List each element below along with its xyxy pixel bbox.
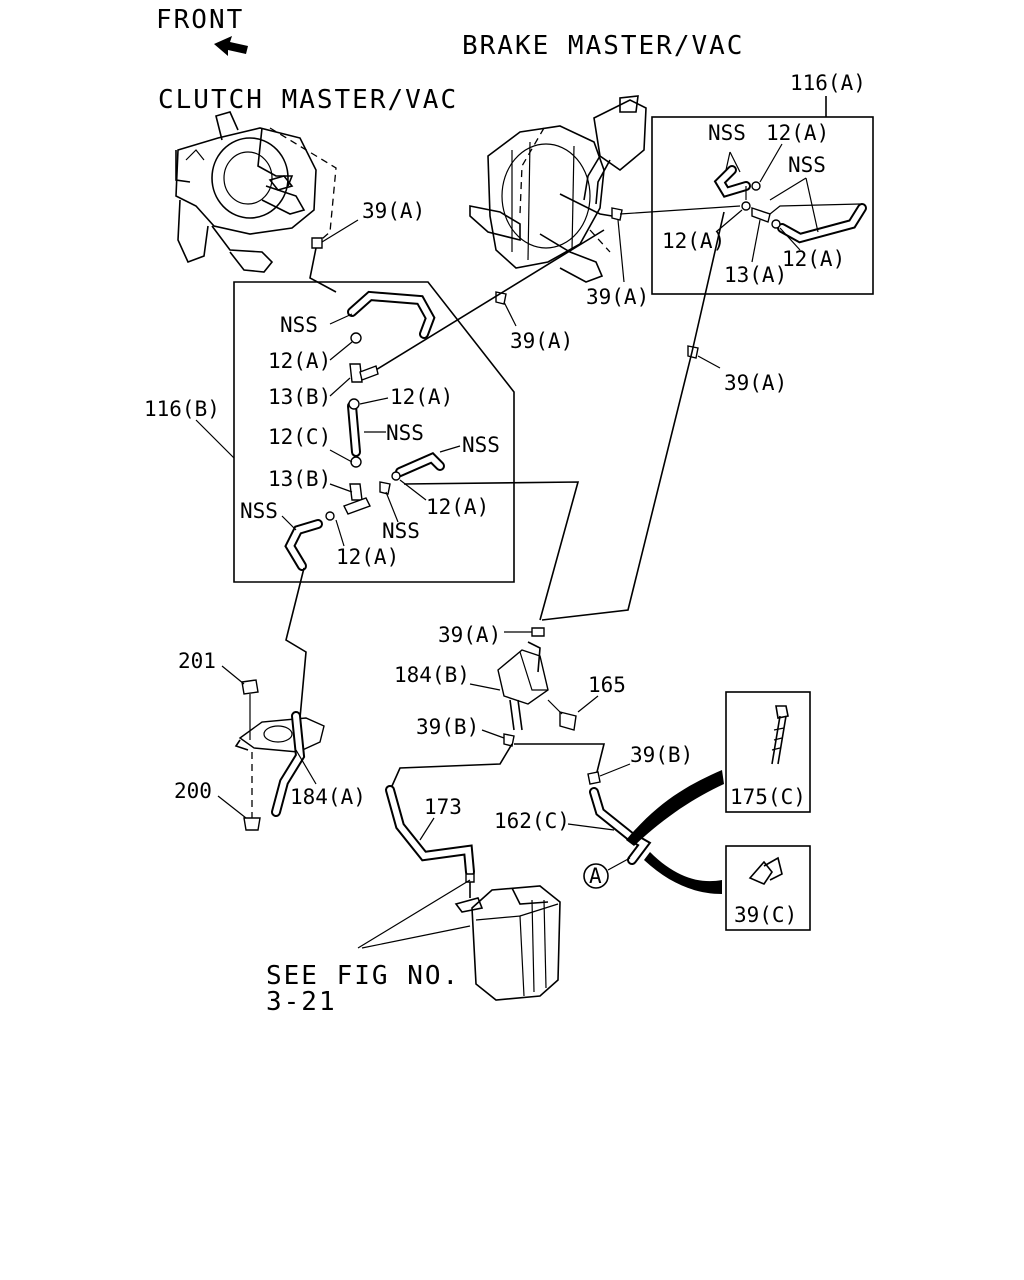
label-162c: 162(C) — [494, 809, 570, 833]
bolt-165-icon — [559, 711, 577, 731]
label-39a-4: 39(A) — [724, 371, 787, 395]
label-12a-b4: 12(A) — [336, 545, 399, 569]
label-nss-a1: NSS — [708, 121, 746, 145]
label-165: 165 — [588, 673, 626, 697]
label-12a-b1: 12(A) — [268, 349, 331, 373]
callout-a-circle — [583, 863, 609, 889]
label-12a-a3: 12(A) — [782, 247, 845, 271]
label-nss-b5: NSS — [382, 519, 420, 543]
label-200: 200 — [174, 779, 212, 803]
label-12a-b3: 12(A) — [426, 495, 489, 519]
label-39c: 39(C) — [734, 903, 797, 927]
see-fig-line2: 3-21 — [266, 987, 337, 1017]
label-nss-b4: NSS — [240, 499, 278, 523]
bolt-201-icon — [241, 679, 259, 695]
label-12a-b2: 12(A) — [390, 385, 453, 409]
bracket-184a — [234, 711, 325, 817]
label-173: 173 — [424, 795, 462, 819]
detail-arrow-lower-icon — [644, 852, 722, 894]
label-39b-1: 39(B) — [416, 715, 479, 739]
label-13b-1: 13(B) — [268, 385, 331, 409]
canister-assembly — [454, 885, 561, 1001]
label-12a-a1: 12(A) — [766, 121, 829, 145]
label-201: 201 — [178, 649, 216, 673]
clamp-39a-top — [311, 207, 699, 359]
box-116a — [651, 116, 874, 295]
bracket-184b — [497, 641, 549, 731]
nut-200-icon — [243, 817, 261, 831]
front-label: FRONT — [156, 5, 244, 35]
detail-box-39c — [725, 845, 811, 931]
label-nss-a2: NSS — [788, 153, 826, 177]
label-13b-2: 13(B) — [268, 467, 331, 491]
label-184b: 184(B) — [394, 663, 470, 687]
clutch-master-assembly — [175, 111, 337, 273]
label-39a-5: 39(A) — [438, 623, 501, 647]
label-116a: 116(A) — [790, 71, 866, 95]
label-39b-2: 39(B) — [630, 743, 693, 767]
detail-box-175c — [725, 691, 811, 813]
callout-a-label: A — [589, 864, 602, 888]
label-12a-a2: 12(A) — [662, 229, 725, 253]
label-12c: 12(C) — [268, 425, 331, 449]
box-116b — [233, 281, 515, 583]
label-nss-b3: NSS — [462, 433, 500, 457]
brake-master-assembly — [469, 95, 647, 283]
label-39a-1: 39(A) — [586, 285, 649, 309]
front-arrow-icon — [214, 36, 248, 56]
label-175c: 175(C) — [730, 785, 806, 809]
brake-master-title: BRAKE MASTER/VAC — [462, 31, 744, 61]
detail-arrow-upper-icon — [626, 770, 724, 846]
label-13a: 13(A) — [724, 263, 787, 287]
label-184a: 184(A) — [290, 785, 366, 809]
label-nss-b1: NSS — [280, 313, 318, 337]
label-39a-2: 39(A) — [362, 199, 425, 223]
label-39a-3: 39(A) — [510, 329, 573, 353]
label-116b: 116(B) — [144, 397, 220, 421]
see-fig-line1: SEE FIG NO. — [266, 961, 460, 991]
clamp-39a-bracket — [531, 627, 545, 637]
label-nss-b2: NSS — [386, 421, 424, 445]
clutch-master-title: CLUTCH MASTER/VAC — [158, 85, 458, 115]
